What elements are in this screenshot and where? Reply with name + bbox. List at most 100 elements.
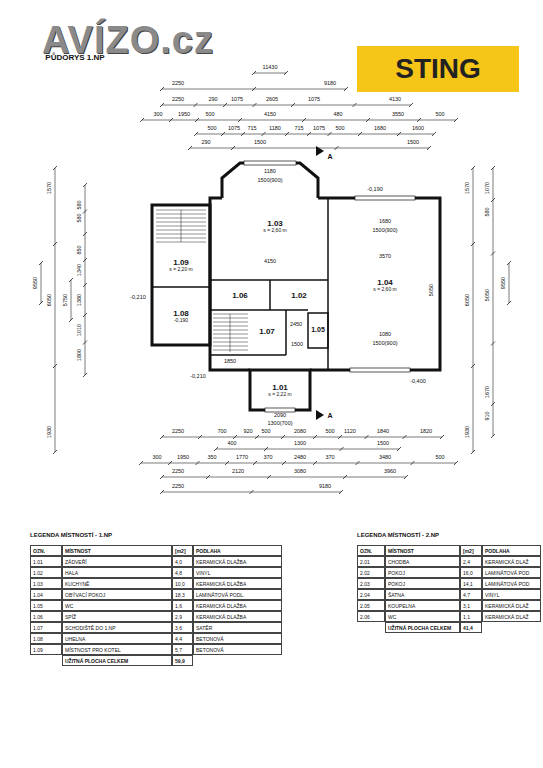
dimension-line [233,435,237,439]
dimension-line [221,132,225,136]
table-cell: 1,1 [460,611,482,622]
table-cell: [m2] [172,545,193,556]
dimension-text: 2250 [172,97,184,103]
plan-dimension: -0,190 [367,187,383,193]
plan-dimension: 2090 [274,413,286,419]
dimension-text: 1840 [377,429,389,435]
dimension-text: 5750 [63,294,69,306]
table-cell: KERAMICKÁ DLAŽBA [193,578,282,589]
table-cell: 18,3 [172,589,193,600]
dimension-text: 920 [243,429,252,435]
room-note: -0,190 [174,318,188,324]
dimension-line [169,118,173,122]
table-cell: [m2] [460,545,482,556]
dimension-line [238,118,242,122]
table-cell: MÍSTNOST PRO KOTEL [62,644,172,655]
dimension-line [366,118,370,122]
dimension-line [41,263,42,303]
table-cell: KERAMICKÁ DLAŽBA [193,611,282,622]
dimension-line [343,475,347,479]
room-note: s = 2,22 m [268,392,291,398]
agency-badge: STING [357,46,519,92]
dimension-line [198,435,202,439]
dimension-line [83,210,87,214]
dimension-text: 480 [333,112,342,118]
dimension-line [403,435,407,439]
table-cell: OZN. [30,545,62,556]
room-note: s = 2,20 m [169,267,192,273]
room-number: 1.06 [232,291,248,300]
dimension-line [168,461,172,465]
dimension-line [340,447,344,451]
dimension-text: 11430 [263,65,278,71]
dimension-text: 715 [247,126,256,132]
dimension-line [417,118,421,122]
dimension-line [267,475,271,479]
dimension-line [432,132,436,136]
dimension-line [214,447,218,451]
dimension-line [284,71,288,75]
table-cell: 1.03 [30,578,62,589]
dimension-line [356,461,360,465]
table-cell: MÍSTNOST [62,545,172,556]
dimension-line [397,447,401,451]
dimension-text: 350 [207,455,216,461]
dimension-line [427,146,431,150]
table-cell: POKOJ [385,567,460,578]
table-cell: 2.03 [357,578,385,589]
dimension-text: 6050 [465,294,471,306]
room-label: 1.08-0,190 [154,290,208,343]
dimension-line [213,342,248,343]
dimension-text: 5050 [485,289,491,301]
table-cell: 16,0 [460,567,482,578]
dimension-line [404,475,408,479]
dimension-text: 1070 [485,182,491,194]
dimension-text: 1010 [77,324,83,336]
table-cell: HALA [62,567,172,578]
table-cell: 2.05 [357,600,385,611]
dimension-text: 1930 [47,426,53,438]
dimension-line [409,103,413,107]
dimension-line [507,261,511,265]
dimension-line [39,261,43,265]
dimension-line [85,185,86,375]
room-label: 1.03s = 2,60 m [224,202,326,250]
dimension-line [160,435,164,439]
dimension-line [213,346,248,347]
table-cell: WC [385,611,460,622]
room-label: 1.06 [212,282,268,309]
dimension-line [213,326,248,327]
dimension-line [250,490,254,494]
dimension-text: 1570 [47,182,53,194]
dimension-line [231,146,235,150]
plan-dimension: 1500(900) [257,178,282,184]
table-cell: 1.08 [30,633,62,644]
table-cell: SCHODIŠTĚ DO 1.NP [62,622,172,633]
table-cell: 14,1 [460,578,482,589]
dimension-text: 1075 [313,126,325,132]
table-cell: WC [62,600,172,611]
dimension-text: 2250 [172,81,184,87]
dimension-line [162,105,411,106]
dimension-text: 1600 [412,126,424,132]
dimension-line [282,461,286,465]
dimension-line [281,435,285,439]
dimension-text: 290 [201,140,210,146]
dimension-line [39,301,43,305]
dimension-line [190,148,429,149]
dimension-line [55,168,56,452]
table-cell: 1.02 [30,567,62,578]
dimension-line [302,118,306,122]
dimension-line [188,146,192,150]
section-mark: A [327,153,332,160]
dimension-text: 400 [227,441,236,447]
dimension-text: 4150 [264,112,276,118]
dimension-text: 1800 [77,349,83,361]
dimension-text: 2250 [172,484,184,490]
table-cell: 1,6 [172,600,193,611]
dimension-text: 1075 [308,97,320,103]
dimension-line [213,318,248,319]
dimension-text: 2080 [294,429,306,435]
room-label: 1.01s = 2,22 m [252,373,308,407]
